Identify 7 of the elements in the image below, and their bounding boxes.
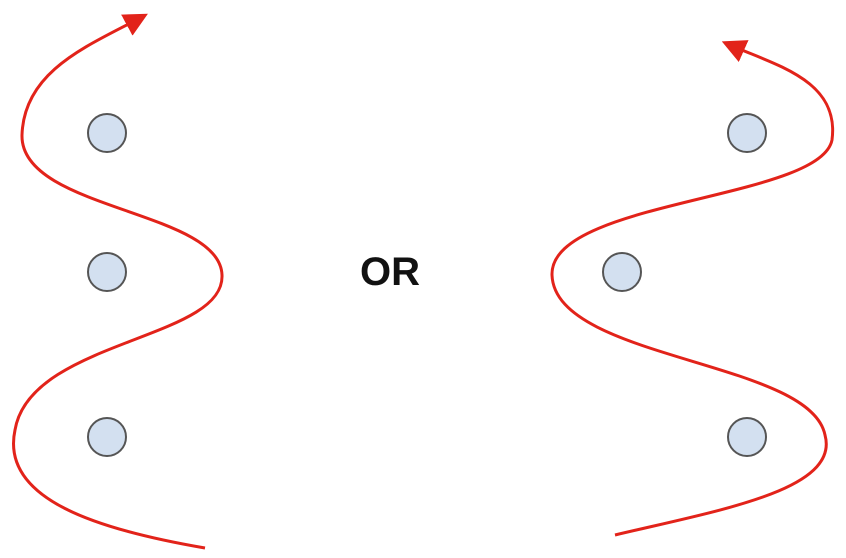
circle-node bbox=[727, 417, 767, 457]
circle-node bbox=[727, 113, 767, 153]
circle-node bbox=[87, 417, 127, 457]
or-label: OR bbox=[360, 250, 420, 295]
circle-node bbox=[87, 252, 127, 292]
circle-node bbox=[87, 113, 127, 153]
circle-node bbox=[602, 252, 642, 292]
